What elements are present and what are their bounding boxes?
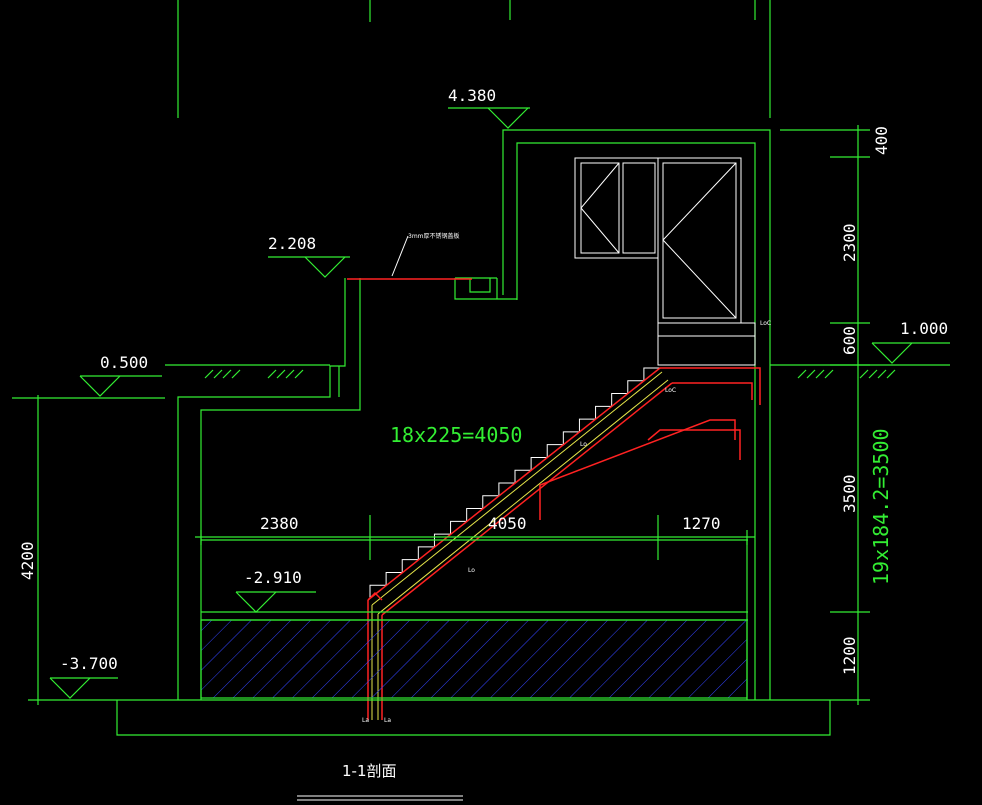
section-title: 1-1剖面 bbox=[342, 762, 397, 780]
dim-4050: 4050 bbox=[488, 514, 527, 533]
elev-neg-3700: -3.700 bbox=[60, 654, 118, 673]
door-window-elevation: LoC bbox=[574, 157, 771, 366]
elev-neg-2910: -2.910 bbox=[244, 568, 302, 587]
dim-4200: 4200 bbox=[18, 541, 37, 580]
soil-hatch-line bbox=[815, 369, 825, 379]
soil-hatch-line bbox=[222, 369, 232, 379]
soil-hatch-line bbox=[231, 369, 241, 379]
riser-formula: 19x184.2=3500 bbox=[869, 428, 893, 585]
soil-hatch-line bbox=[886, 369, 896, 379]
dim-2300: 2300 bbox=[840, 223, 859, 262]
soil-hatch-line bbox=[213, 369, 223, 379]
dim-600: 600 bbox=[840, 326, 859, 355]
soil-hatch-line bbox=[797, 369, 807, 379]
elev-1000: 1.000 bbox=[900, 319, 948, 338]
soil-hatch-line bbox=[294, 369, 304, 379]
note-lo-2: Lo bbox=[468, 567, 475, 574]
dim-400: 400 bbox=[872, 126, 891, 155]
soil-symbols bbox=[204, 369, 896, 379]
soil-hatch-line bbox=[824, 369, 834, 379]
soil-hatch-line bbox=[285, 369, 295, 379]
pit-hatch bbox=[178, 539, 770, 701]
elev-2208: 2.208 bbox=[268, 234, 316, 253]
dim-3500: 3500 bbox=[840, 474, 859, 513]
horizontal-dimension: 2380 4050 1270 bbox=[195, 514, 755, 560]
soil-hatch-line bbox=[868, 369, 878, 379]
note-loc-1: LoC bbox=[760, 320, 771, 327]
note-lo-1: Lo bbox=[580, 441, 587, 448]
dim-2380: 2380 bbox=[260, 514, 299, 533]
note-la-2: La bbox=[384, 717, 391, 724]
soil-hatch-line bbox=[806, 369, 816, 379]
upper-structure-outline bbox=[116, 129, 950, 736]
stair-labels: 18x225=4050 19x184.2=3500 bbox=[390, 423, 893, 585]
note-loc-2: LoC bbox=[665, 387, 676, 394]
top-guide-lines bbox=[177, 0, 771, 118]
note-la-1: La bbox=[362, 717, 369, 724]
left-vertical-dimension: 4200 bbox=[12, 395, 165, 705]
cover-plate: 3mm厚不锈钢盖板 bbox=[347, 232, 472, 280]
cover-plate-note: 3mm厚不锈钢盖板 bbox=[408, 232, 460, 240]
soil-hatch-line bbox=[267, 369, 277, 379]
dim-1200: 1200 bbox=[840, 636, 859, 675]
soil-hatch-line bbox=[204, 369, 214, 379]
soil-hatch-line bbox=[877, 369, 887, 379]
caption: 1-1剖面 bbox=[297, 762, 463, 801]
stair-slab: LoC La La Lo Lo bbox=[362, 367, 761, 724]
elevation-markers: 4.380 2.208 0.500 1.000 -2.910 -3.700 bbox=[49, 86, 950, 699]
elev-0500: 0.500 bbox=[100, 353, 148, 372]
right-vertical-dimension: 400 2300 600 3500 1200 bbox=[780, 125, 891, 705]
dim-1270: 1270 bbox=[682, 514, 721, 533]
soil-hatch-line bbox=[276, 369, 286, 379]
elev-4380: 4.380 bbox=[448, 86, 496, 105]
stair-formula: 18x225=4050 bbox=[390, 423, 522, 447]
soil-hatch-line bbox=[859, 369, 869, 379]
